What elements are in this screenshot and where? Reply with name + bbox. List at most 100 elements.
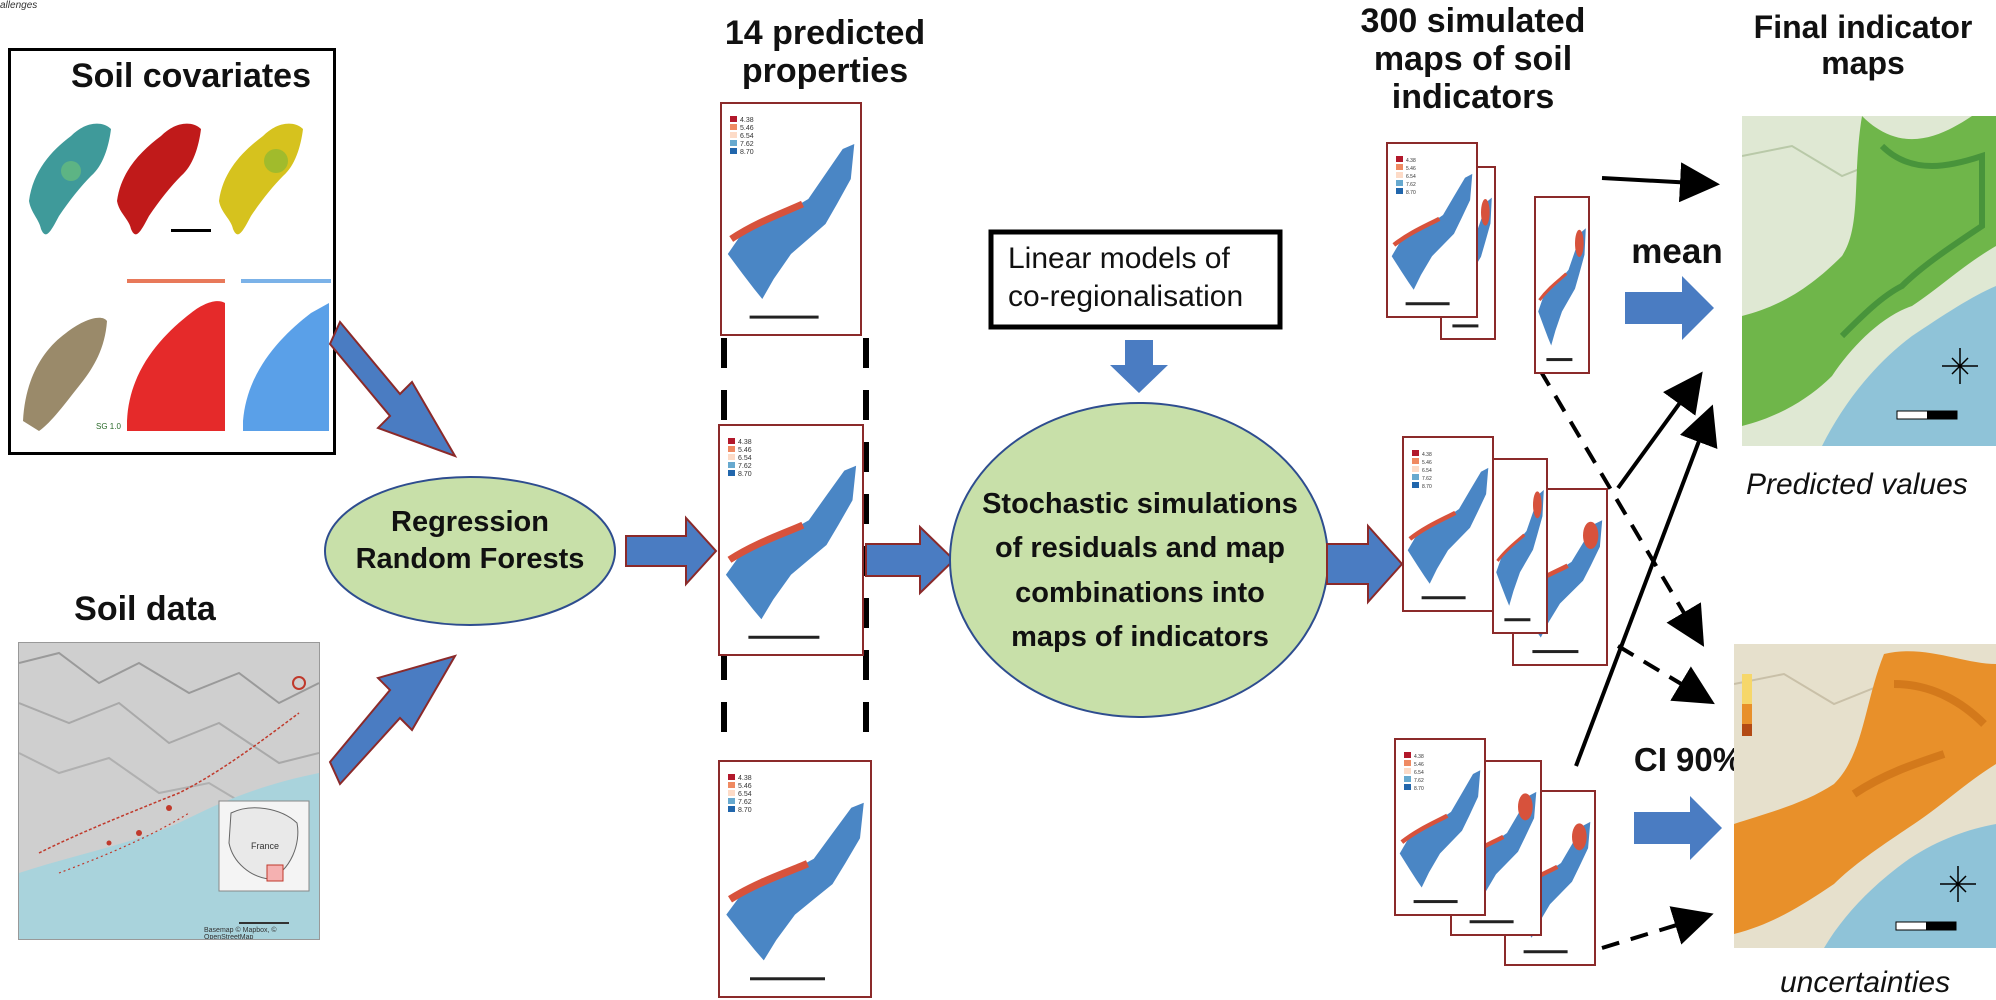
lmc-text: Linear models of co-regionalisation bbox=[1008, 240, 1268, 315]
arrow-predicted-to-simulation bbox=[865, 524, 956, 596]
region-coastal-band bbox=[727, 521, 805, 563]
map-graphic: 4.385.466.547.628.70 bbox=[727, 116, 855, 319]
arrow-simulation-to-simulated bbox=[1326, 523, 1404, 605]
simulation-line3: combinations into bbox=[1015, 576, 1265, 609]
legend-swatch bbox=[1412, 466, 1419, 472]
legend-value: 4.38 bbox=[1422, 452, 1432, 458]
region-body bbox=[1399, 770, 1481, 888]
legend-value: 4.38 bbox=[740, 117, 754, 124]
legend-swatch bbox=[1412, 450, 1419, 456]
legend-value: 8.70 bbox=[1414, 786, 1424, 792]
predicted-values-map bbox=[1742, 116, 1996, 446]
map-graphic: 4.385.466.547.628.70 bbox=[1391, 156, 1473, 306]
simulated-title-line3: indicators bbox=[1391, 78, 1555, 117]
legend-swatch bbox=[728, 798, 735, 804]
corner-text: allenges bbox=[0, 0, 38, 11]
lmc-line1: Linear models of bbox=[1008, 242, 1230, 275]
mean-label: mean bbox=[1631, 232, 1723, 271]
legend-value: 6.54 bbox=[740, 133, 754, 140]
legend-value: 6.54 bbox=[1414, 770, 1424, 776]
covariate-map-2 bbox=[117, 123, 201, 235]
soil-data-map: France Basemap © Mapbox, © OpenStreetMap bbox=[18, 642, 320, 940]
uncertainties-caption: uncertainties bbox=[1780, 966, 1951, 999]
final-title: Final indicator maps bbox=[1730, 9, 1996, 82]
legend-value: 5.46 bbox=[1406, 166, 1416, 172]
legend-value: 6.54 bbox=[738, 455, 752, 462]
inset-country-label: France bbox=[251, 841, 280, 851]
ci-label: CI 90% bbox=[1633, 741, 1743, 778]
scale-bar bbox=[1504, 618, 1531, 622]
region-hotspot bbox=[1481, 199, 1490, 226]
legend-swatch bbox=[1404, 784, 1411, 790]
region-coastal-band bbox=[1400, 813, 1449, 844]
legend-swatch bbox=[1412, 474, 1419, 480]
legend-swatch bbox=[1404, 760, 1411, 766]
legend-swatch bbox=[728, 454, 735, 460]
simulated-title: 300 simulated maps of soil indicators bbox=[1338, 2, 1608, 116]
legend-swatch bbox=[730, 116, 737, 122]
simulation-line4: maps of indicators bbox=[1011, 621, 1269, 654]
rf-label-line2: Random Forests bbox=[355, 542, 585, 575]
scale-bar bbox=[1523, 950, 1568, 954]
legend-value: 5.46 bbox=[740, 125, 754, 132]
map-graphic: 4.385.466.547.628.70 bbox=[1399, 752, 1481, 904]
scale-bar bbox=[1413, 900, 1458, 904]
simulated-title-line1: 300 simulated bbox=[1360, 2, 1586, 40]
scale-bar bbox=[1421, 596, 1466, 600]
region-coastal-band bbox=[1496, 533, 1526, 562]
covariates-title: Soil covariates bbox=[70, 57, 311, 95]
legend-value: 8.70 bbox=[1422, 484, 1432, 490]
region-body bbox=[725, 465, 857, 620]
region-coastal-band bbox=[728, 860, 809, 903]
covariate-map-6 bbox=[243, 303, 329, 431]
legend-swatch bbox=[1396, 172, 1403, 178]
final-title-line2: maps bbox=[1821, 44, 1905, 81]
region-coastal-band bbox=[1538, 272, 1568, 302]
simulated-title-line2: maps of soil bbox=[1373, 40, 1573, 79]
predicted-title-line2: properties bbox=[741, 52, 909, 91]
arrow-set3-to-ci bbox=[1601, 906, 1714, 950]
region-body bbox=[1407, 467, 1489, 584]
legend-swatch bbox=[1404, 768, 1411, 774]
legend-swatch bbox=[1396, 164, 1403, 170]
arrow-covariates-to-rf bbox=[328, 320, 458, 458]
legend-value: 7.62 bbox=[1414, 778, 1424, 784]
arrow-soildata-to-rf bbox=[328, 654, 458, 786]
legend-swatch bbox=[730, 140, 737, 146]
map-graphic: 4.385.466.547.628.70 bbox=[725, 438, 857, 639]
covariate-map-4 bbox=[23, 317, 107, 431]
scale-bar bbox=[750, 977, 825, 981]
legend-swatch bbox=[728, 470, 735, 476]
legend-value: 7.62 bbox=[738, 463, 752, 470]
region-body bbox=[727, 144, 855, 299]
soil-data-title: Soil data bbox=[74, 590, 216, 628]
legend-value: 6.54 bbox=[738, 791, 752, 798]
legend-value: 5.46 bbox=[1414, 762, 1424, 768]
legend-value: 7.62 bbox=[1406, 182, 1416, 188]
ci-block-arrow bbox=[1634, 796, 1722, 860]
rf-label: Regression Random Forests bbox=[330, 504, 610, 578]
simulated-map-set2-b bbox=[1492, 458, 1548, 634]
covariate-maps: SG 1.0 bbox=[17, 123, 331, 431]
region-coastal-band bbox=[1392, 216, 1441, 247]
scale-bar bbox=[1405, 302, 1450, 306]
arrow-set2-to-ci bbox=[1616, 644, 1715, 705]
region-body bbox=[726, 802, 864, 961]
simulation-text: Stochastic simulations of residuals and … bbox=[962, 482, 1318, 659]
legend-value: 6.54 bbox=[1422, 468, 1432, 474]
predicted-title-line1: 14 predicted bbox=[724, 14, 926, 52]
region-hotspot bbox=[1583, 521, 1599, 550]
region-coastal-band bbox=[729, 200, 804, 242]
lmc-line2: co-regionalisation bbox=[1008, 279, 1244, 313]
region-hotspot bbox=[1518, 793, 1533, 821]
legend-swatch bbox=[1412, 458, 1419, 464]
map-graphic: 4.385.466.547.628.70 bbox=[726, 774, 864, 981]
legend-value: 8.70 bbox=[738, 471, 752, 478]
legend-value: 5.46 bbox=[738, 783, 752, 790]
